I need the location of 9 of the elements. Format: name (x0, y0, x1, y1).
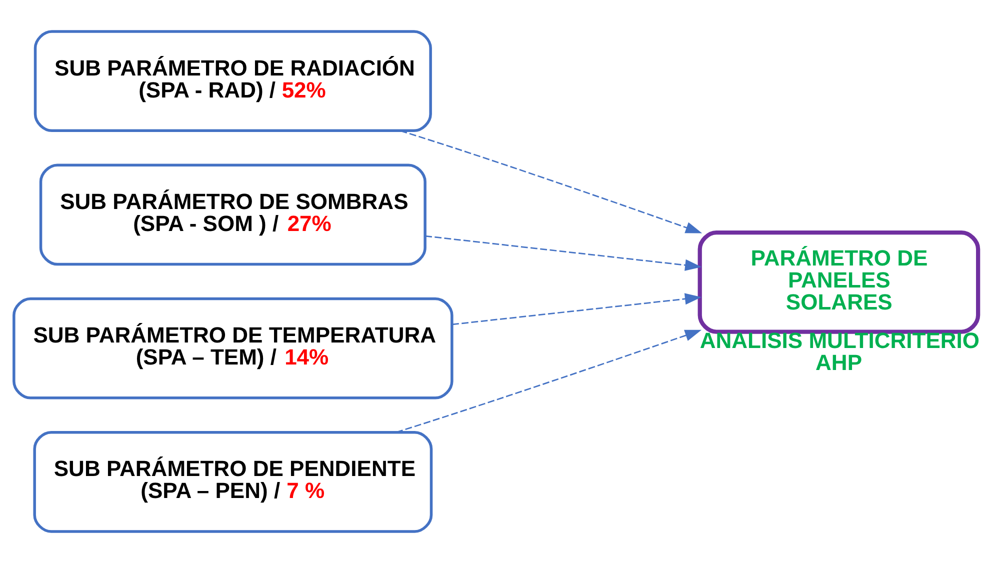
node-box: SUB PARÁMETRO DE TEMPERATURA (SPA – TEM) / 14% (12, 296, 454, 399)
arrow (400, 130, 702, 233)
node-box: PARÁMETRO DE PANELES SOLARES (698, 230, 980, 334)
node-box: SUB PARÁMETRO DE RADIACIÓN (SPA - RAD) / 52% (34, 30, 432, 132)
arrow (396, 329, 702, 432)
node-box: SUB PARÁMETRO DE SOMBRAS (SPA - SOM ) / 27% (39, 163, 426, 266)
arrow (425, 234, 702, 270)
node-box: SUB PARÁMETRO DE PENDIENTE (SPA – PEN) / 7 % (33, 430, 433, 532)
arrow (452, 292, 702, 325)
